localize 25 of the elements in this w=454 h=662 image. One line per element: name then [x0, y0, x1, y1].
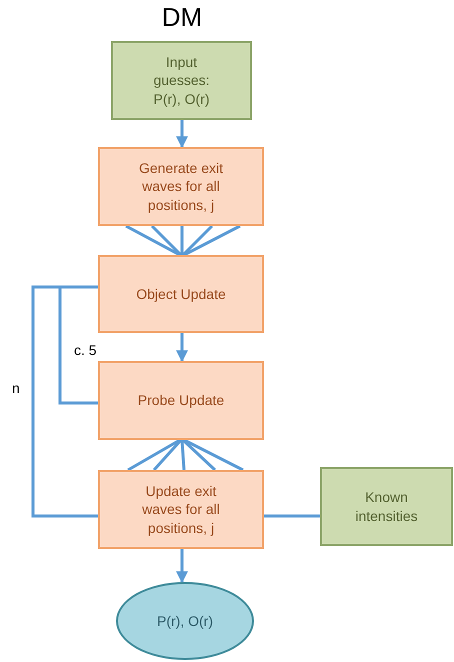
connector-line [125, 224, 181, 256]
connector-line [58, 286, 98, 404]
process-box: Object Update [98, 255, 264, 333]
connector-line [150, 224, 182, 256]
process-box: Update exit waves for all positions, j [98, 470, 264, 549]
arrow [176, 333, 188, 362]
diagram-title: DM [160, 2, 204, 33]
connector-line [32, 286, 98, 518]
connector-line [264, 514, 320, 518]
result-ellipse: P(r), O(r) [116, 582, 254, 660]
connector-line [182, 438, 216, 472]
arrow [176, 549, 188, 584]
connector-line [183, 438, 244, 472]
edge-label: c. 5 [72, 342, 99, 358]
connector-line [180, 226, 184, 255]
connector-line [183, 224, 241, 256]
connector-line [152, 439, 182, 471]
process-box: Input guesses: P(r), O(r) [111, 41, 252, 120]
connector-line [127, 438, 181, 472]
connector-line [180, 440, 186, 470]
process-box: Probe Update [98, 361, 264, 440]
arrow [176, 120, 188, 148]
process-box: Known intensities [320, 467, 453, 546]
process-box: Generate exit waves for all positions, j [98, 147, 264, 226]
connector-line [182, 224, 214, 256]
